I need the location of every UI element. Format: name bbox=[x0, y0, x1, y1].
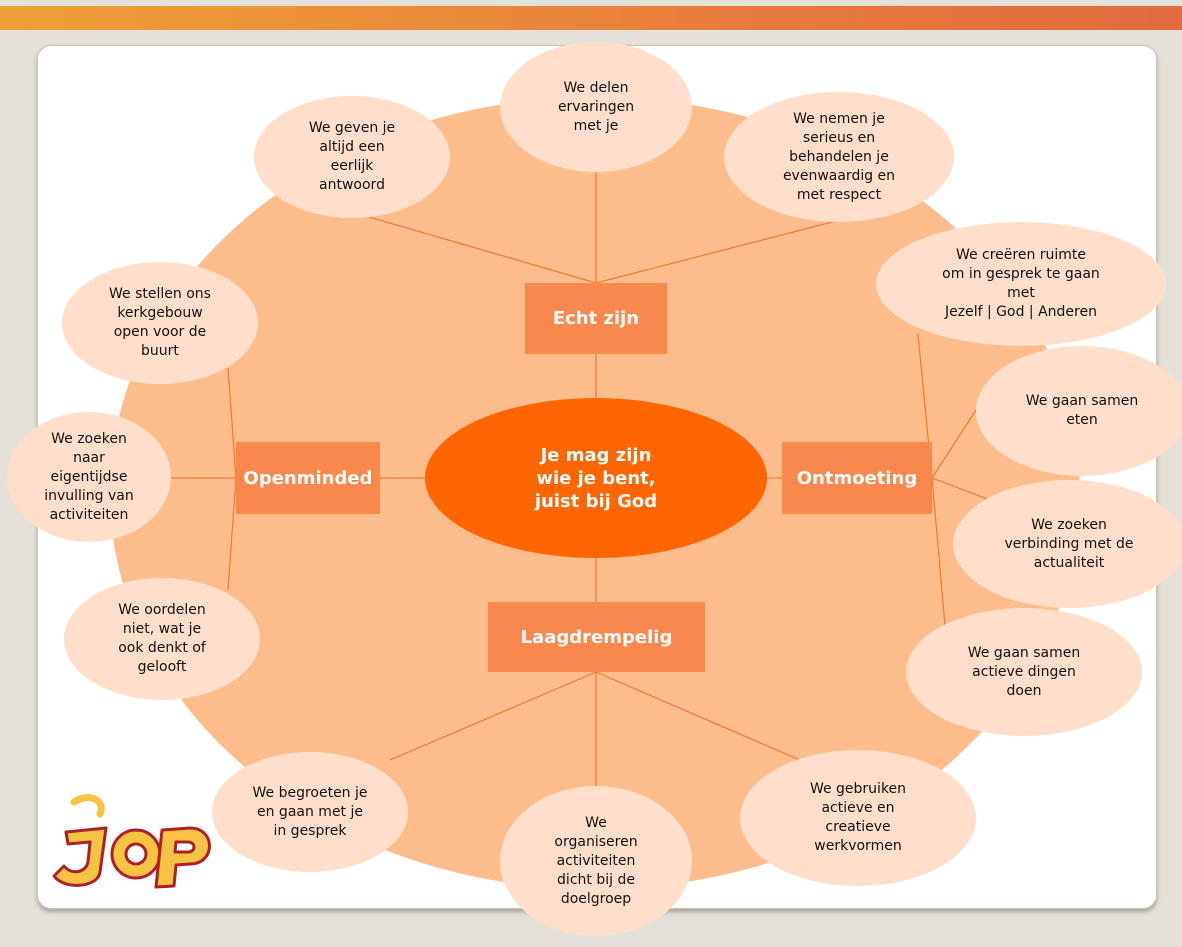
bubble-ervaringen-delen: We delen ervaringen met je bbox=[500, 42, 692, 172]
bubble-verbinding-actualiteit: We zoeken verbinding met de actualiteit bbox=[953, 480, 1182, 608]
bubble-kerkgebouw-open: We stellen ons kerkgebouw open voor de b… bbox=[62, 262, 258, 384]
category-openminded: Openminded bbox=[236, 442, 380, 514]
bubble-serieus-respect: We nemen je serieus en behandelen je eve… bbox=[724, 92, 954, 222]
bubble-eigentijdse-invulling: We zoeken naar eigentijdse invulling van… bbox=[7, 412, 171, 542]
bubble-niet-oordelen: We oordelen niet, wat je ook denkt of ge… bbox=[64, 578, 260, 700]
bubble-ruimte-gesprek: We creëren ruimte om in gesprek te gaan … bbox=[876, 222, 1166, 346]
bubble-samen-eten: We gaan samen eten bbox=[976, 346, 1182, 476]
top-banner bbox=[0, 6, 1182, 30]
category-laagdrempelig: Laagdrempelig bbox=[488, 602, 705, 672]
category-ontmoeting: Ontmoeting bbox=[782, 442, 932, 514]
jop-logo bbox=[52, 794, 211, 889]
bubble-dicht-bij-doelgroep: We organiseren activiteiten dicht bij de… bbox=[500, 786, 692, 936]
bubble-begroeten: We begroeten je en gaan met je in gespre… bbox=[212, 752, 408, 872]
bubble-creatieve-werkvormen: We gebruiken actieve en creatieve werkvo… bbox=[740, 750, 976, 886]
category-echt-zijn: Echt zijn bbox=[525, 283, 667, 354]
bubble-actieve-dingen: We gaan samen actieve dingen doen bbox=[906, 608, 1142, 736]
central-message: Je mag zijn wie je bent, juist bij God bbox=[425, 398, 767, 558]
bubble-eerlijk-antwoord: We geven je altijd een eerlijk antwoord bbox=[254, 96, 450, 218]
